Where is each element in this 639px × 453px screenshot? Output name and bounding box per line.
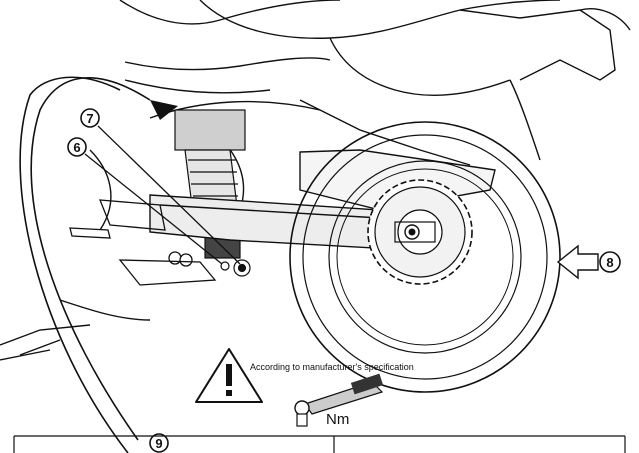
callout-6-label: 6 [73,140,80,155]
callout-8: 8 [556,244,621,280]
warning-icon [195,348,263,403]
bike-bodywork [0,0,631,361]
callout-9: 9 [149,433,169,453]
rear-shock-absorber [174,109,251,277]
direction-arrow-8 [556,244,599,280]
footpeg-assembly [69,199,217,286]
callout-8-label: 8 [606,255,613,270]
torque-unit-label: Nm [326,411,350,428]
torque-wrench-icon [294,373,384,427]
leader-arrowhead-9 [150,100,178,120]
callout-7-label: 7 [86,111,93,126]
leader-line-9 [30,77,151,441]
callout-9-label: 9 [155,436,162,451]
leader-line-7 [97,125,241,265]
callout-6: 6 [67,137,223,265]
table-border [13,435,626,453]
callout-7: 7 [80,108,241,265]
leader-line-6 [84,153,223,265]
warning-text: According to manufacturer's specificatio… [250,362,414,372]
rear-wheel [289,121,561,393]
rear-sprocket [367,179,473,285]
leader-line-9b [19,76,129,453]
